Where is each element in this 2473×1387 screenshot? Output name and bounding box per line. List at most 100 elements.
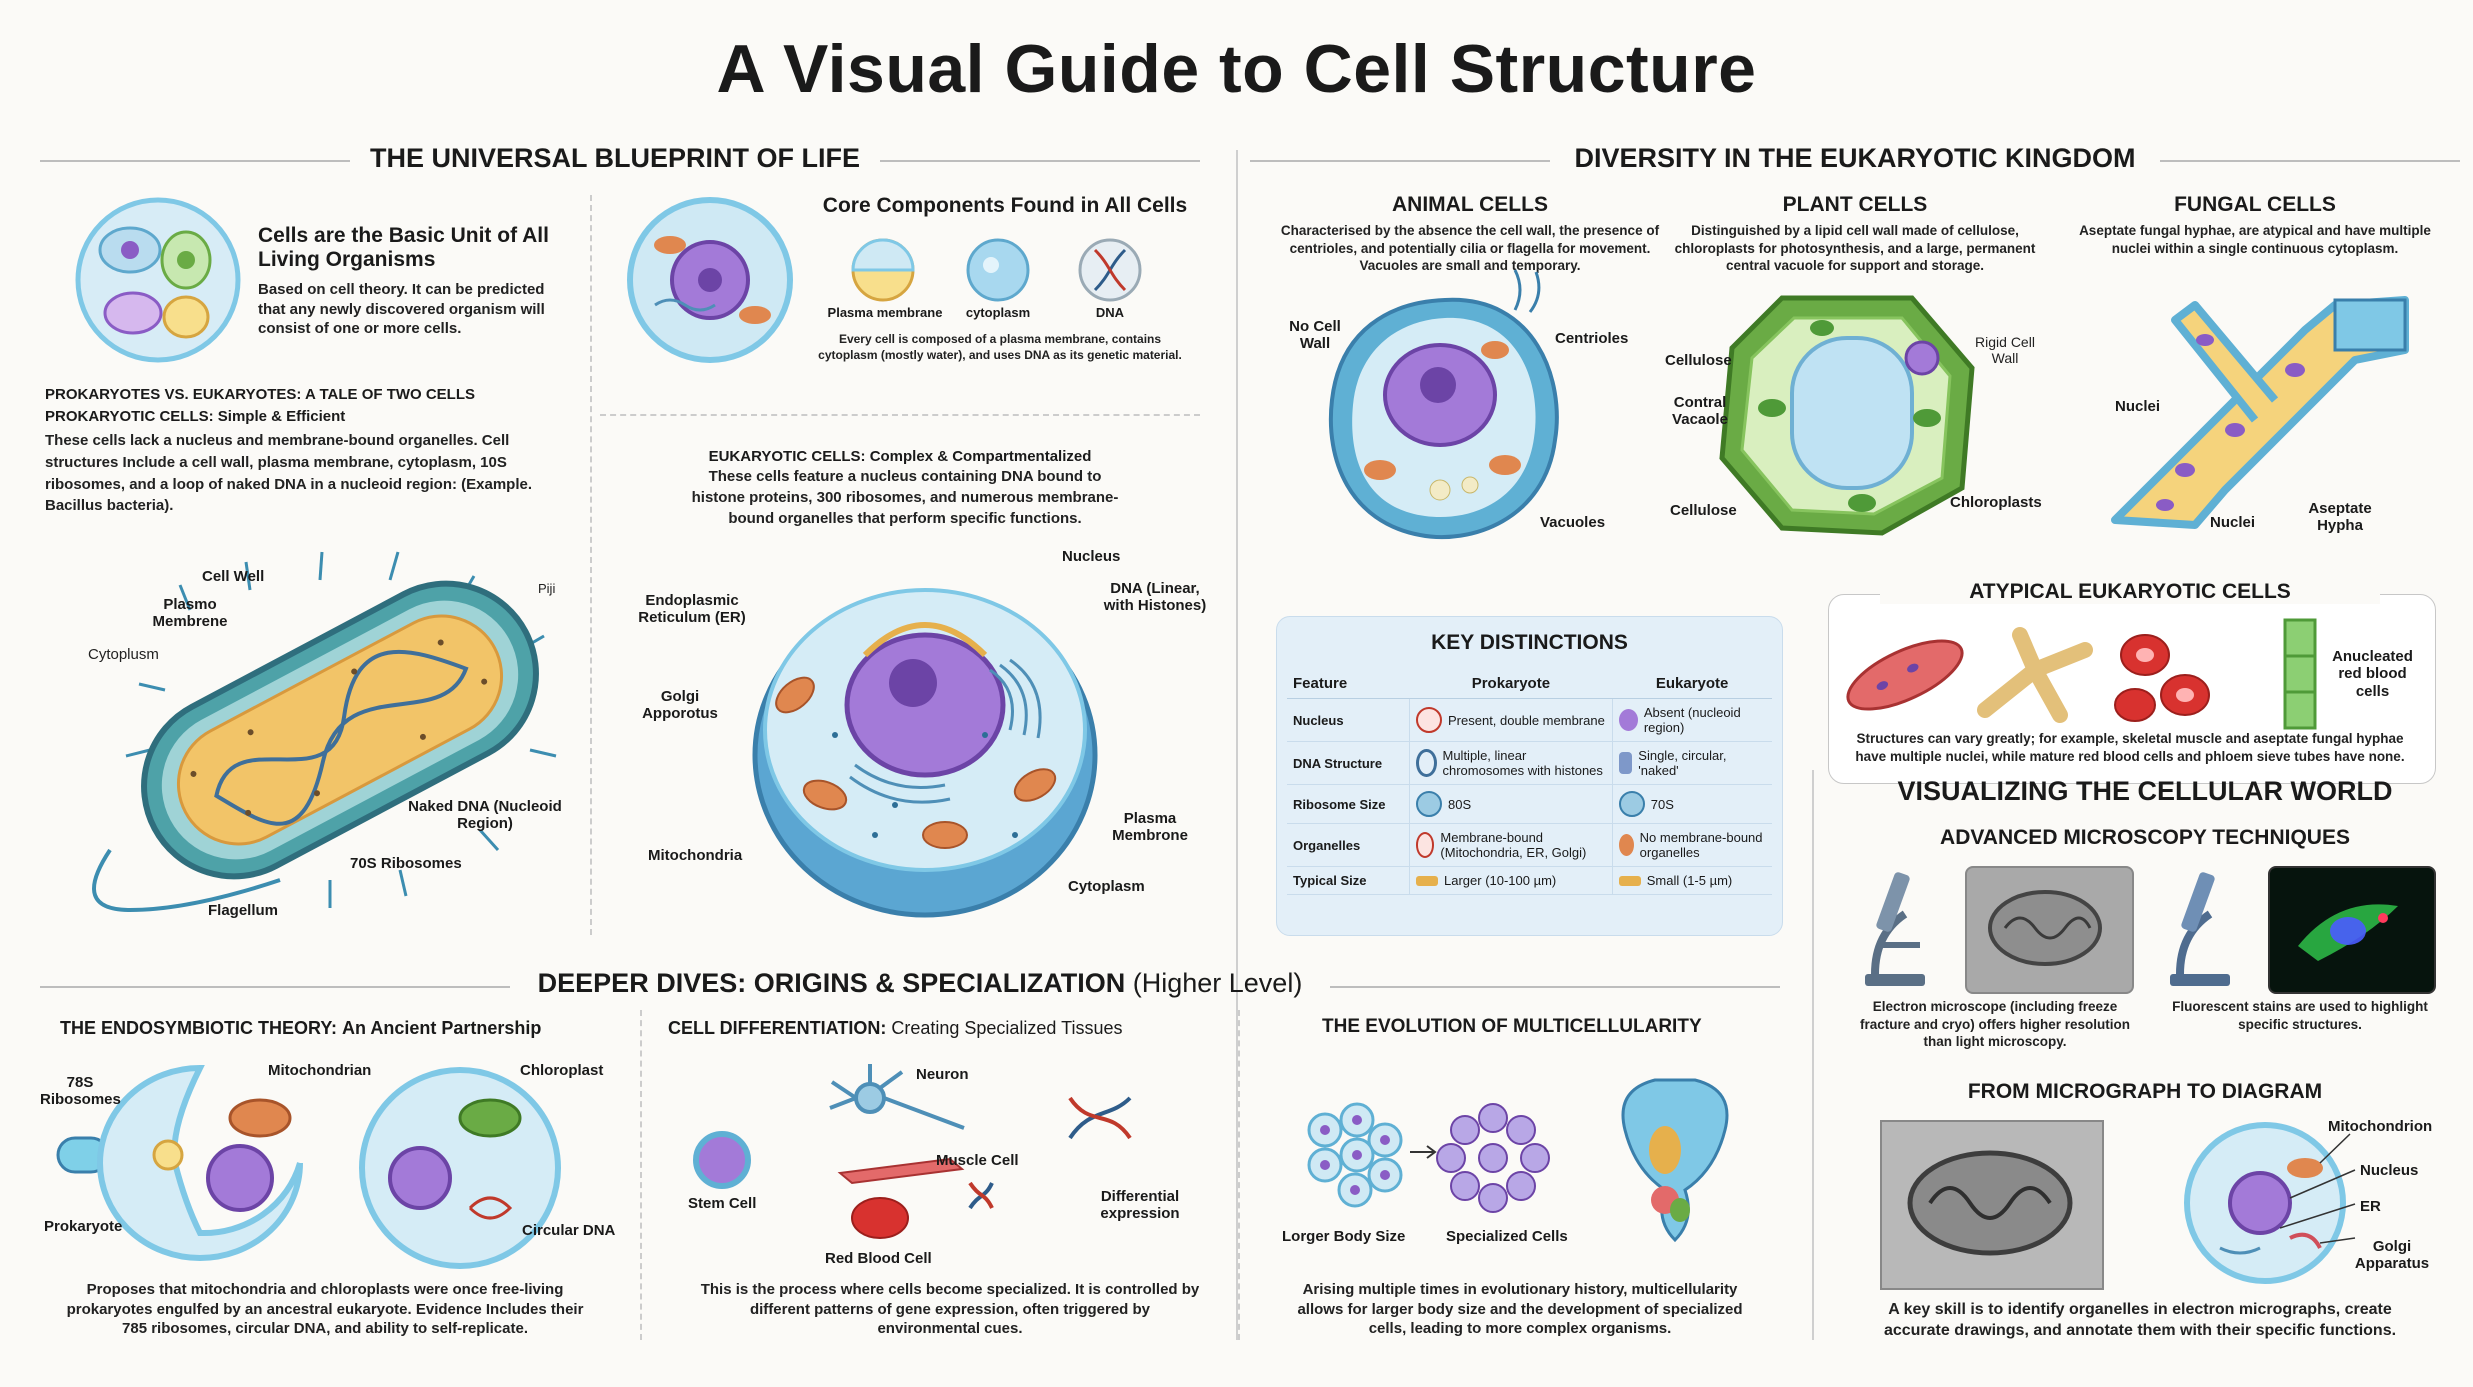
key-euk-value: 70S (1650, 796, 1674, 812)
fluorescent-image (2268, 866, 2436, 994)
atypical-cells-illustration (1846, 618, 2317, 730)
animal-label-vacuoles: Vacuoles (1540, 514, 1606, 531)
differentiation-illustration (693, 1064, 1132, 1239)
cross-icon (1416, 832, 1435, 858)
heading-diversity: DIVERSITY IN THE EUKARYOTIC KINGDOM (1574, 143, 2136, 173)
diag-text: A key skill is to identify organelles in… (1883, 1301, 2397, 1339)
prok-label-dna: Naked DNA (Nucleoid Region) (408, 798, 562, 833)
diff-title: CELL DIFFERENTIATION: Creating Specializ… (668, 1018, 1228, 1039)
basic-unit-title: Cells are the Basic Unit of All Living O… (258, 224, 549, 271)
key-table: Feature Prokaryote Eukaryote Nucleus Pre… (1287, 669, 1772, 895)
diag-title: FROM MICROGRAPH TO DIAGRAM (1967, 1080, 2323, 1103)
multi-text: Arising multiple times in evolutionary h… (1297, 1281, 1743, 1337)
rule-deeper-left (40, 986, 510, 988)
animal-cell-illustration (1328, 269, 1559, 540)
key-euk-cell: Single, circular, 'naked' (1611, 741, 1772, 785)
prok-label-cytoplasm: Cytoplusm (88, 646, 159, 663)
prok-label-ribosomes: 70S Ribosomes (350, 855, 462, 872)
heading-deeper-main: DEEPER DIVES: ORIGINS & SPECIALIZATION (537, 968, 1126, 998)
endo-label-mito: Mitochondrian (268, 1062, 372, 1079)
rule-deeper-right (1330, 986, 1780, 988)
plant-label-chloro: Chloroplasts (1950, 494, 2042, 511)
multi-label-larger: Lorger Body Size (1282, 1228, 1406, 1245)
euk-title: EUKARYOTIC CELLS: Complex & Compartmenta… (708, 448, 1092, 465)
animal-label-centrioles: Centrioles (1555, 330, 1629, 347)
heading-universal: THE UNIVERSAL BLUEPRINT OF LIFE (369, 143, 861, 173)
basic-unit-text: Based on cell theory. It can be predicte… (258, 281, 545, 337)
key-feature: Ribosome Size (1287, 784, 1410, 824)
key-prok-value: Larger (10-100 µm) (1444, 873, 1557, 888)
plant-text: Distinguished by a lipid cell wall made … (1674, 223, 2036, 274)
ruler-icon (1618, 875, 1641, 886)
divider-deeper-1 (640, 1010, 642, 1340)
diff-title-rest: Creating Specialized Tissues (891, 1018, 1123, 1038)
key-euk-cell: No membrane-bound organelles (1611, 823, 1772, 867)
rule-diversity-right (2160, 160, 2460, 162)
em-micrograph-drawing (1988, 890, 2102, 966)
atypical-title: ATYPICAL EUKARYOTIC CELLS (1880, 580, 2380, 604)
key-feature: Typical Size (1287, 866, 1410, 895)
rule-diversity-left (1250, 160, 1550, 162)
dna-icon (1078, 238, 1142, 302)
divider-visualizing (1812, 770, 1814, 1340)
plant-label-vacuole: Contral Vacaole (1672, 394, 1728, 429)
fluorescent-cell-drawing (2298, 904, 2398, 961)
key-distinctions-panel: KEY DISTINCTIONS Feature Prokaryote Euka… (1276, 616, 1783, 936)
endo-label-ribo: 78S Ribosomes (40, 1074, 121, 1109)
key-euk-cell: 70S (1611, 784, 1772, 824)
table-row: Organelles Membrane-bound (Mitochondria,… (1287, 823, 1772, 867)
fungal-hypha-illustration (2111, 296, 2409, 529)
fungal-title: FUNGAL CELLS (2174, 193, 2336, 216)
ribosome-icon (1416, 791, 1442, 817)
fungal-label-nuclei-1: Nuclei (2115, 398, 2161, 415)
key-prok-cell: 80S (1409, 784, 1613, 824)
table-row: Nucleus Present, double membrane Absent … (1287, 698, 1772, 742)
euk-label-cytoplasm: Cytoplasm (1068, 878, 1145, 895)
plant-label-rigid: Rigid Cell Wall (1975, 334, 2035, 367)
euk-label-plasma: Plasma Membrone (1112, 810, 1188, 845)
key-title: KEY DISTINCTIONS (1431, 631, 1628, 654)
key-prok-cell: Membrane-bound (Mitochondria, ER, Golgi) (1409, 823, 1613, 867)
key-prok-value: 80S (1448, 796, 1472, 812)
diff-label-muscle: Muscle Cell (936, 1152, 1019, 1169)
endo-label-prok: Prokaryote (44, 1218, 123, 1235)
key-prok-cell: Larger (10-100 µm) (1409, 866, 1613, 895)
fungal-text: Aseptate fungal hyphae, are atypical and… (2079, 223, 2431, 256)
diff-label-stem: Stem Cell (688, 1195, 757, 1212)
core-item-plasma: Plasma membrane (827, 305, 943, 320)
multicellularity-illustration (1307, 1078, 1729, 1243)
heading-visualizing: VISUALIZING THE CELLULAR WORLD (1897, 776, 2393, 806)
diag-label-golgi: Golgi Apparatus (2354, 1238, 2430, 1273)
euk-label-nucleus: Nucleus (1062, 548, 1121, 565)
ribosome-icon (1618, 791, 1645, 817)
diff-title-bold: CELL DIFFERENTIATION: (668, 1018, 887, 1038)
pve-title: PROKARYOTES VS. EUKARYOTES: A TALE OF TW… (45, 386, 476, 403)
ruler-icon (1416, 875, 1438, 886)
multi-label-spec: Specialized Cells (1446, 1228, 1568, 1245)
euk-label-mito: Mitochondria (648, 847, 743, 864)
atypical-rbc-label: Anucleated red blood cells (2332, 648, 2413, 700)
rule-universal-left (40, 160, 350, 162)
diff-label-expr: Differential expression (1100, 1188, 1180, 1223)
heading-deeper: DEEPER DIVES: ORIGINS & SPECIALIZATION (… (510, 968, 1330, 999)
endo-title-bold: THE ENDOSYMBIOTIC THEORY: (60, 1018, 338, 1038)
micro-title: ADVANCED MICROSCOPY TECHNIQUES (1940, 826, 2350, 849)
key-feature: Nucleus (1287, 698, 1410, 742)
key-prok-cell: Present, double membrane (1409, 698, 1613, 742)
key-header-row: Feature Prokaryote Eukaryote (1287, 669, 1772, 699)
nucleoid-icon (1618, 709, 1638, 731)
core-text: Every cell is composed of a plasma membr… (818, 332, 1182, 362)
endo-title-rest: An Ancient Partnership (342, 1018, 542, 1038)
endosymbiosis-illustration (56, 1064, 561, 1269)
euk-label-golgi: Golgi Apporotus (642, 688, 718, 723)
plant-title: PLANT CELLS (1782, 193, 1928, 216)
diff-text: This is the process where cells become s… (700, 1281, 1200, 1337)
prok-label-pili: Piji (538, 581, 556, 596)
diag-label-er: ER (2360, 1198, 2381, 1215)
table-row: DNA Structure Multiple, linear chromosom… (1287, 741, 1772, 785)
key-euk-value: Absent (nucleoid region) (1643, 705, 1741, 735)
eukaryote-small-illustration (627, 197, 793, 363)
diff-label-rbc: Red Blood Cell (825, 1250, 932, 1267)
fl-text: Fluorescent stains are used to highlight… (2172, 999, 2428, 1032)
eukaryote-illustration (752, 588, 1098, 918)
